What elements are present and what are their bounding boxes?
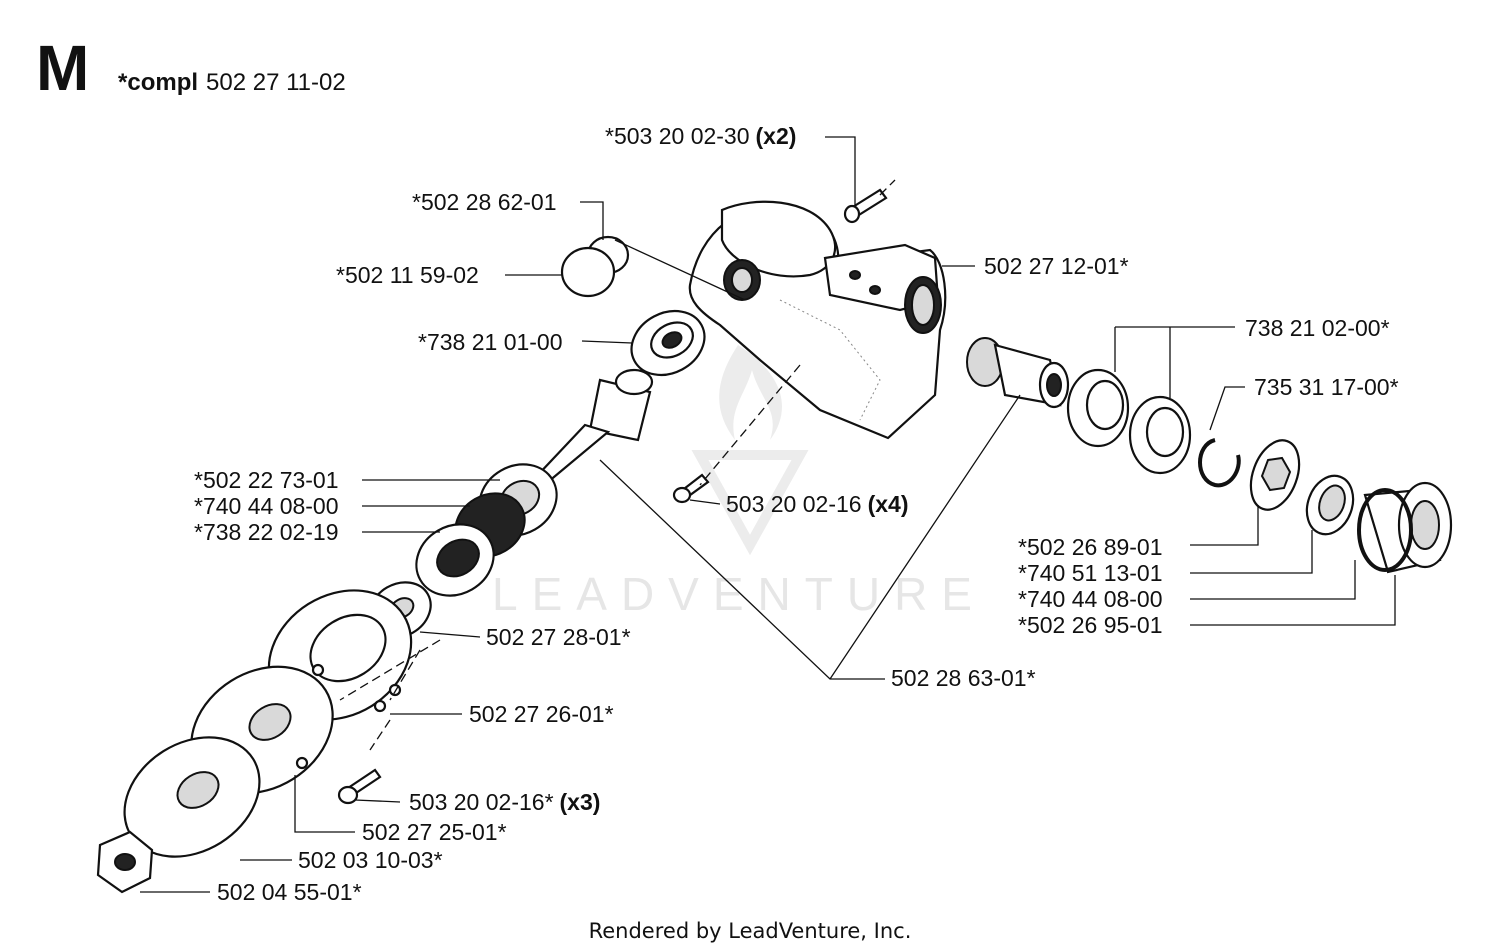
circlip-drawing	[1198, 438, 1241, 488]
callout-738-22-02-19: *738 22 02-19	[194, 519, 339, 545]
right-bearings-drawing	[1066, 368, 1192, 475]
callout-738-21-02-00: 738 21 02-00*	[1245, 315, 1390, 341]
header-compl: *compl 502 27 11-02	[118, 69, 346, 96]
end-cap-drawing	[1357, 481, 1453, 574]
callout-503-20-02-16-x4: 503 20 02-16(x4)	[726, 491, 908, 517]
callout-502-04-55-01: 502 04 55-01*	[217, 879, 362, 905]
callout-503-20-02-16-x3: 503 20 02-16*(x3)	[409, 789, 600, 815]
leader-lines	[140, 136, 1396, 893]
callout-502-28-62-01: *502 28 62-01	[412, 189, 557, 215]
compl-prefix: *compl	[118, 69, 198, 96]
bottom-screw-drawing	[337, 768, 382, 805]
footer-credit: Rendered by LeadVenture, Inc.	[589, 919, 912, 943]
callout-502-26-95-01: *502 26 95-01	[1018, 612, 1163, 638]
callout-502-28-63-01: 502 28 63-01*	[891, 665, 1036, 691]
callout-502-27-28-01: 502 27 28-01*	[486, 624, 631, 650]
compl-number: 502 27 11-02	[206, 69, 346, 96]
callout-502-27-12-01: 502 27 12-01*	[984, 253, 1129, 279]
callout-740-51-13-01: *740 51 13-01	[1018, 560, 1163, 586]
callout-735-31-17-00: 735 31 17-00*	[1254, 374, 1399, 400]
callout-502-03-10-03: 502 03 10-03*	[298, 847, 443, 873]
section-letter: M	[36, 32, 89, 104]
pinion-shaft-drawing	[532, 368, 654, 488]
callout-740-44-08-00-left: *740 44 08-00	[194, 493, 339, 519]
plug-drawing	[560, 235, 630, 298]
callout-502-22-73-01: *502 22 73-01	[194, 467, 339, 493]
callout-502-11-59-02: *502 11 59-02	[336, 262, 479, 288]
assembly-axes	[339, 364, 801, 751]
callout-502-27-25-01: 502 27 25-01*	[362, 819, 507, 845]
seal-drawing	[1305, 474, 1355, 536]
callout-503-20-02-30: *503 20 02-30(x2)	[605, 123, 796, 149]
lower-seal-drawing	[415, 463, 558, 597]
callout-502-27-26-01: 502 27 26-01*	[469, 701, 614, 727]
nut-drawing	[96, 830, 154, 894]
watermark: LEADVENTURE	[492, 345, 986, 620]
input-bearing-drawing	[630, 309, 706, 377]
mid-screw-drawing	[672, 473, 710, 504]
callout-738-21-01-00: *738 21 01-00	[418, 329, 563, 355]
callout-740-44-08-00-right: *740 44 08-00	[1018, 586, 1163, 612]
hex-washer-drawing	[1249, 439, 1301, 511]
gear-housing-drawing	[688, 200, 947, 440]
callout-502-26-89-01: *502 26 89-01	[1018, 534, 1163, 560]
top-screw-drawing	[843, 179, 896, 224]
output-gear-drawing	[966, 337, 1070, 409]
watermark-text: LEADVENTURE	[492, 568, 986, 620]
